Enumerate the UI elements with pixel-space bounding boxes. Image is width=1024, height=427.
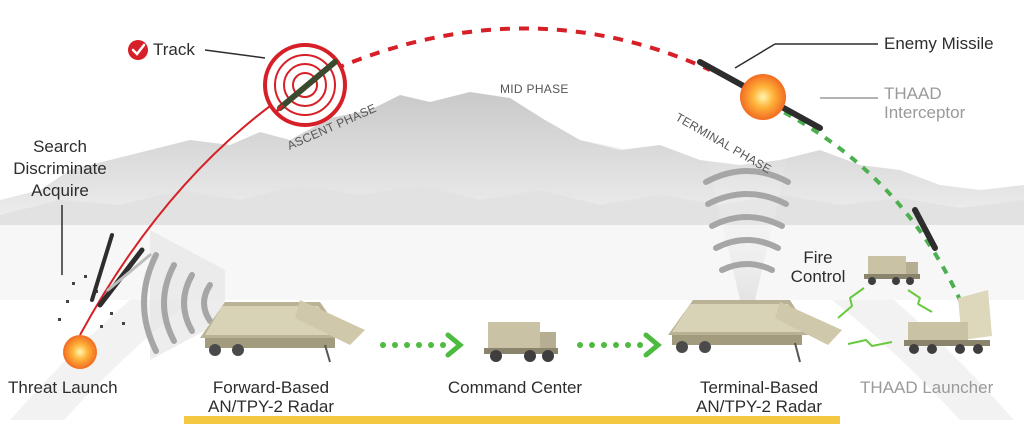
- discriminate-label: Discriminate: [13, 159, 107, 178]
- thaad-interceptor-label-line1: THAAD: [884, 84, 942, 103]
- check-circle-icon: [128, 40, 148, 60]
- thaad-launcher-label: THAAD Launcher: [860, 378, 994, 397]
- thaad-interceptor-label-line2: Interceptor: [884, 103, 966, 122]
- terminal-radar-beam: [703, 150, 791, 300]
- track-label: Track: [153, 40, 195, 59]
- command-center-label: Command Center: [447, 378, 583, 397]
- forward-radar-vehicle: [200, 300, 365, 363]
- chevron-right-icon: [445, 332, 464, 358]
- command-center-truck: [484, 322, 558, 362]
- ground-baseline: [184, 416, 840, 424]
- interceptor-missile: [912, 207, 938, 251]
- data-link-forward-to-command: [380, 342, 446, 348]
- phase-label-mid: MID PHASE: [500, 82, 569, 96]
- search-discriminate-acquire-label: Search Discriminate Acquire: [8, 136, 112, 202]
- enemy-missile-leader: [734, 43, 776, 69]
- fire-control-label-line1: Fire: [803, 248, 833, 267]
- chevron-right-icon: [643, 332, 662, 358]
- terminal-radar-label-line1: Terminal-Based: [699, 378, 819, 397]
- fire-control-links: [837, 287, 933, 347]
- terminal-radar-label: Terminal-Based AN/TPY-2 Radar: [684, 378, 834, 416]
- ascent-missiles: [90, 233, 152, 308]
- threat-launch-label: Threat Launch: [8, 378, 118, 397]
- enemy-missile-label: Enemy Missile: [884, 34, 994, 53]
- threat-trajectory: [79, 26, 711, 336]
- threat-launch-fireball: [63, 335, 97, 369]
- track-leader: [204, 49, 266, 59]
- track-target-icon: [263, 43, 347, 127]
- forward-radar-label: Forward-Based AN/TPY-2 Radar: [196, 378, 346, 416]
- forward-radar-label-line1: Forward-Based: [212, 378, 330, 397]
- search-label: Search: [33, 137, 87, 156]
- thaad-launcher-vehicle: [904, 290, 992, 354]
- interceptor-trajectory: [769, 103, 962, 301]
- terminal-radar-label-line2: AN/TPY-2 Radar: [696, 397, 822, 416]
- fire-control-label-line2: Control: [790, 267, 846, 286]
- acquire-label: Acquire: [31, 181, 89, 200]
- fire-control-truck: [864, 256, 920, 285]
- terminal-radar-vehicle: [668, 300, 842, 363]
- intercept-event: [697, 59, 823, 131]
- forward-radar-label-line2: AN/TPY-2 Radar: [208, 397, 334, 416]
- thaad-interceptor-label: THAAD Interceptor: [884, 84, 965, 122]
- data-link-command-to-terminal: [577, 342, 643, 348]
- forward-radar-beam: [141, 230, 225, 360]
- fire-control-label: Fire Control: [786, 248, 850, 286]
